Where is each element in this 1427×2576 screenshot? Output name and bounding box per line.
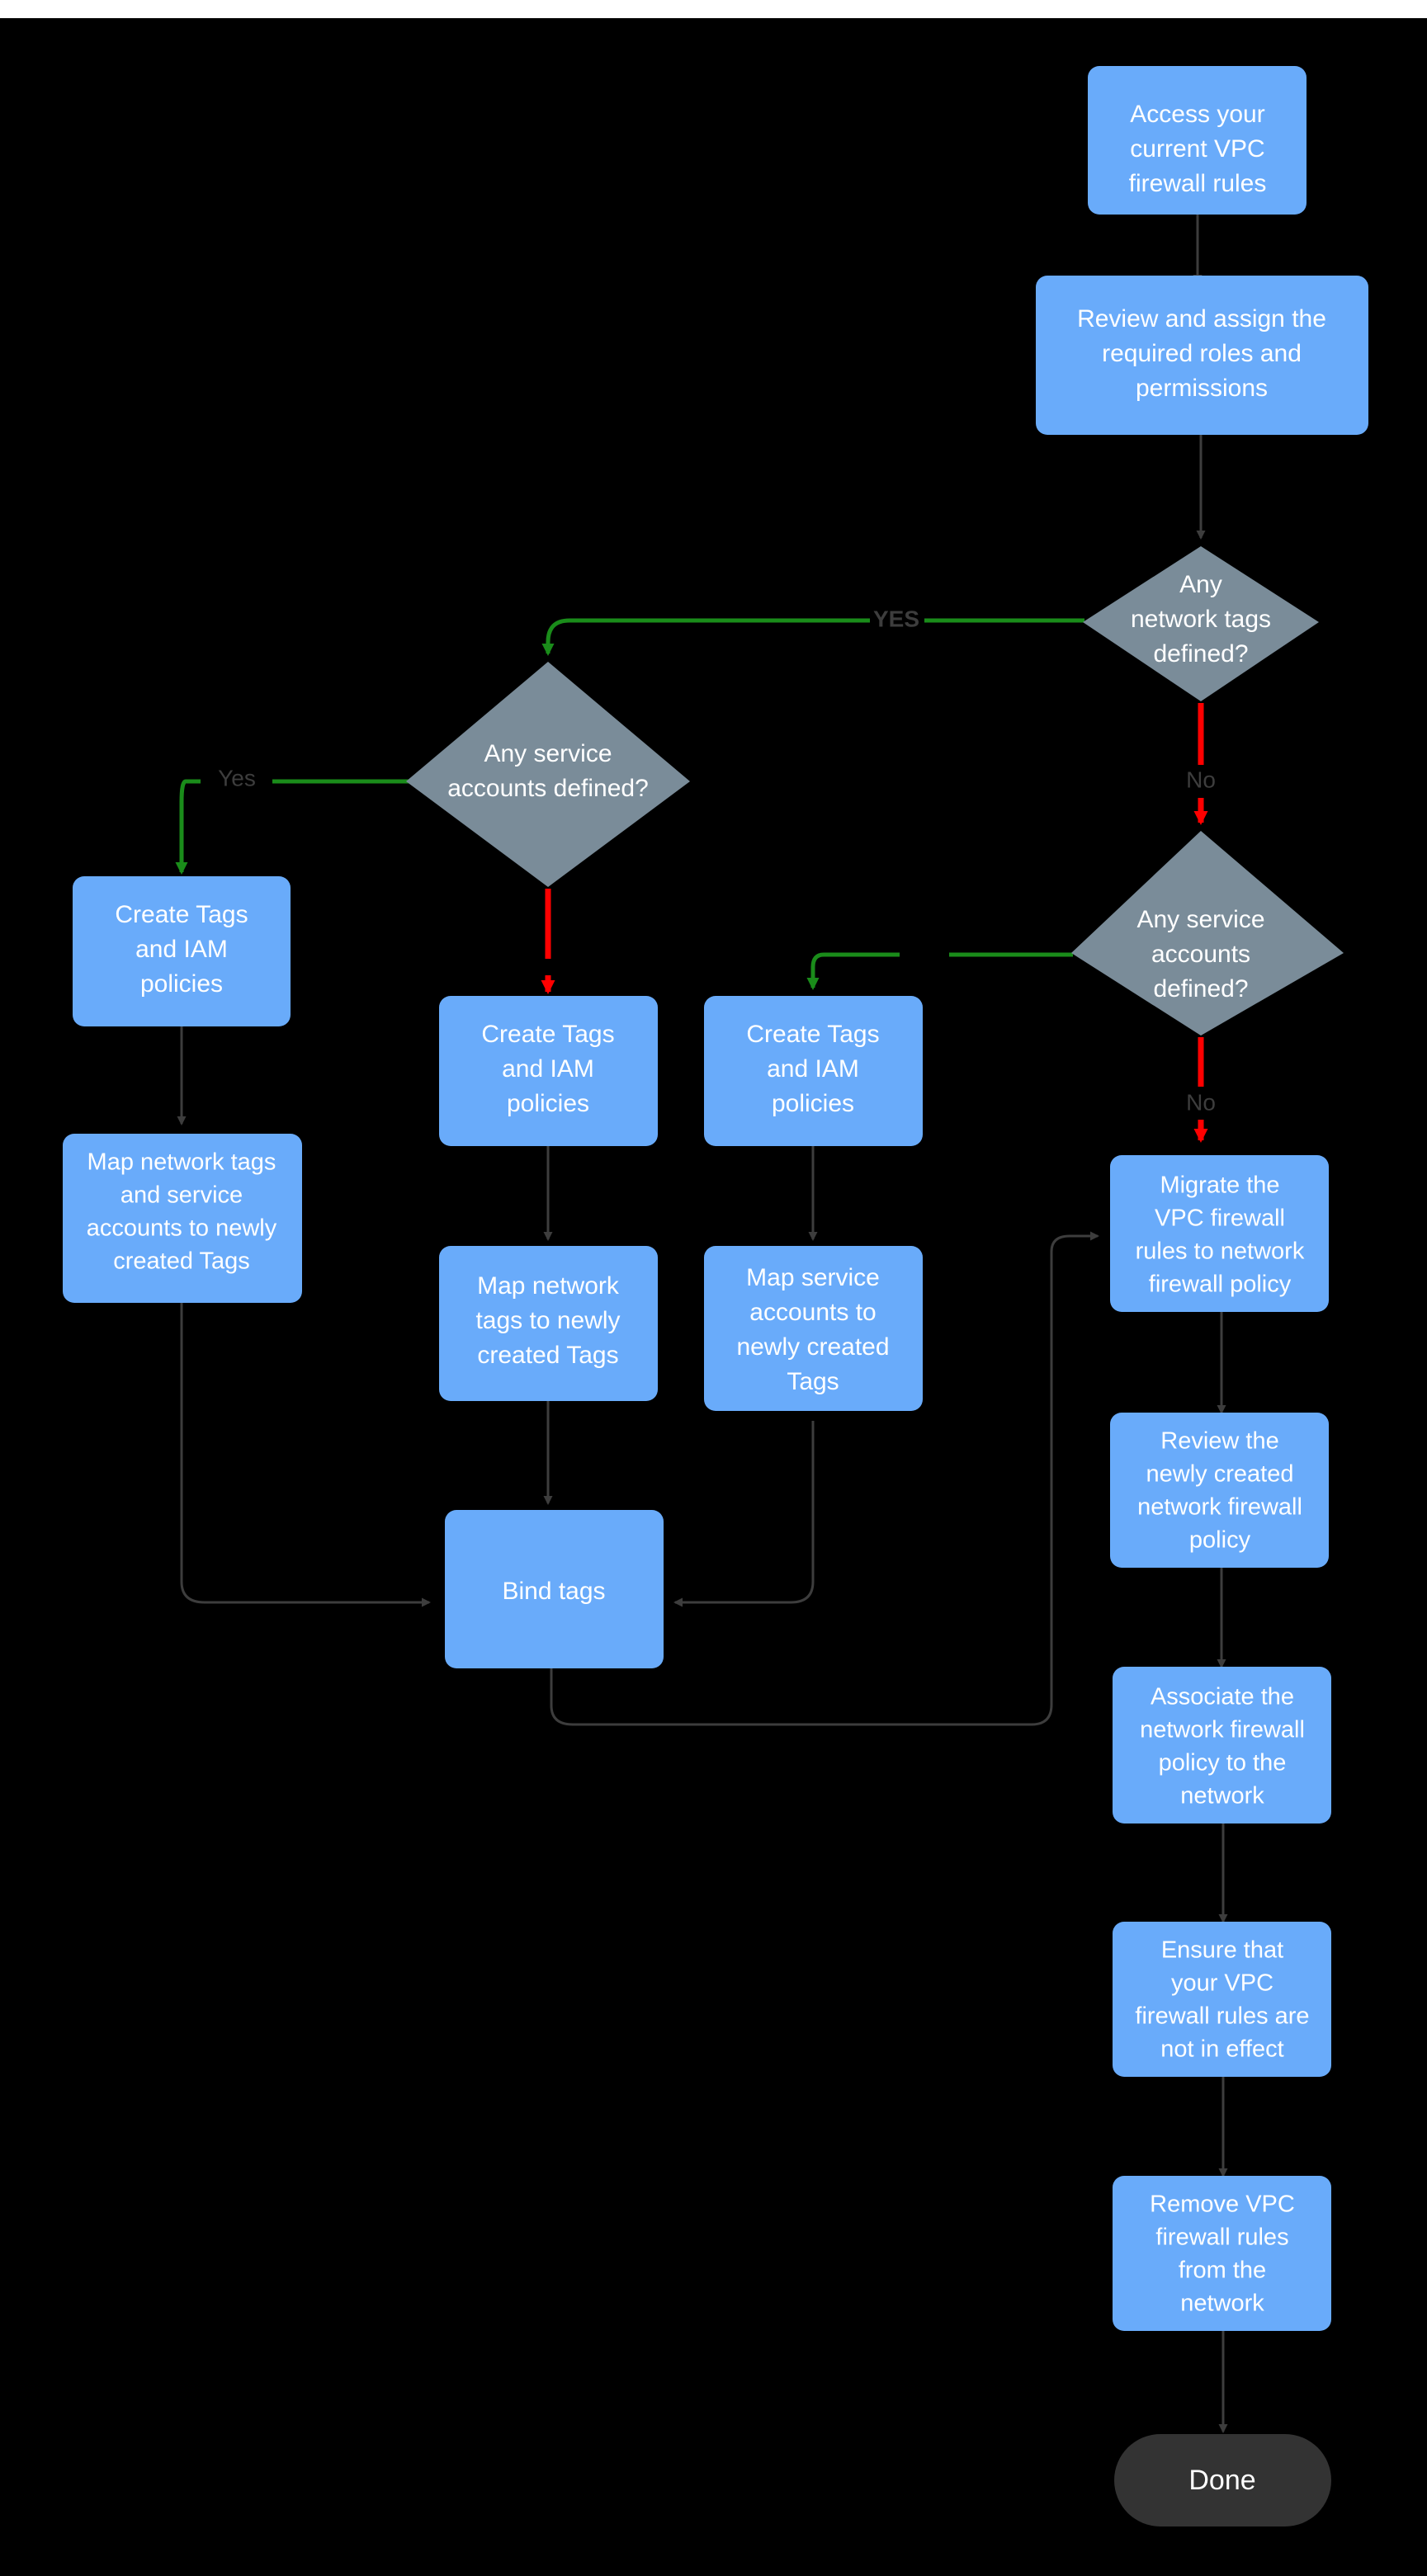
flowchart-svg: YES No Yes No Access your current VPC fi…	[63, 66, 1368, 2526]
node-migrate-rules[interactable]: Migrate the VPC firewall rules to networ…	[1110, 1155, 1329, 1312]
node-associate-policy-shape[interactable]	[1113, 1667, 1331, 1823]
node-bind-tags[interactable]: Bind tags	[445, 1510, 664, 1668]
node-associate-policy[interactable]: Associate the network firewall policy to…	[1113, 1667, 1331, 1823]
edges-layer	[180, 215, 1228, 2433]
node-migrate-rules-shape[interactable]	[1110, 1155, 1329, 1312]
edge-label-no-service-right: No	[1186, 1089, 1216, 1115]
node-create-tags-c[interactable]: Create Tags and IAM policies	[704, 996, 923, 1146]
node-access-rules[interactable]: Access your current VPC firewall rules	[1088, 66, 1307, 215]
edge-label-yes-left: Yes	[218, 765, 256, 790]
edge-service-left-yes	[182, 779, 413, 872]
node-q-service-left[interactable]: Any service accounts defined?	[406, 662, 690, 887]
nodes-layer: Access your current VPC firewall rules R…	[63, 66, 1368, 2526]
node-map-both-shape[interactable]	[63, 1134, 302, 1303]
node-done[interactable]: Done	[1114, 2434, 1331, 2526]
node-review-roles-shape[interactable]	[1036, 276, 1368, 435]
node-create-tags-a-shape[interactable]	[73, 876, 291, 1026]
node-q-network-tags[interactable]: Any network tags defined?	[1083, 546, 1319, 701]
edge-bind-to-migrate	[550, 1231, 1099, 1726]
node-q-network-tags-shape[interactable]	[1083, 546, 1319, 701]
node-map-network-shape[interactable]	[439, 1246, 658, 1401]
node-bind-tags-shape[interactable]	[445, 1510, 664, 1668]
node-q-service-right[interactable]: Any service accounts defined?	[1071, 831, 1344, 1036]
node-create-tags-c-shape[interactable]	[704, 996, 923, 1146]
node-map-both[interactable]: Map network tags and service accounts to…	[63, 1134, 302, 1303]
node-access-rules-shape[interactable]	[1088, 66, 1307, 215]
node-create-tags-b[interactable]: Create Tags and IAM policies	[439, 996, 658, 1146]
node-q-service-right-shape[interactable]	[1071, 831, 1344, 1036]
edge-map-both-to-bind	[180, 1303, 431, 1607]
node-remove-rules[interactable]: Remove VPC firewall rules from the netwo…	[1113, 2176, 1331, 2331]
edge-map-service-to-bind	[673, 1421, 815, 1607]
node-map-service[interactable]: Map service accounts to newly created Ta…	[704, 1246, 923, 1411]
node-map-service-shape[interactable]	[704, 1246, 923, 1411]
edge-labels-layer: YES No Yes No	[218, 606, 1216, 1115]
node-done-shape[interactable]	[1114, 2434, 1331, 2526]
edge-service-right-yes	[813, 952, 1073, 988]
edge-network-tags-yes	[548, 618, 1084, 653]
node-q-service-left-shape[interactable]	[406, 662, 690, 887]
node-create-tags-b-shape[interactable]	[439, 996, 658, 1146]
node-review-policy-shape[interactable]	[1110, 1413, 1329, 1568]
flowchart-stage: YES No Yes No Access your current VPC fi…	[0, 18, 1427, 2576]
node-review-policy[interactable]: Review the newly created network firewal…	[1110, 1413, 1329, 1568]
node-map-network[interactable]: Map network tags to newly created Tags	[439, 1246, 658, 1401]
node-ensure-not-effect-shape[interactable]	[1113, 1922, 1331, 2077]
node-review-roles[interactable]: Review and assign the required roles and…	[1036, 276, 1368, 435]
node-remove-rules-shape[interactable]	[1113, 2176, 1331, 2331]
edge-label-no-network-tags: No	[1186, 767, 1216, 792]
node-ensure-not-effect[interactable]: Ensure that your VPC firewall rules are …	[1113, 1922, 1331, 2077]
node-create-tags-a[interactable]: Create Tags and IAM policies	[73, 876, 291, 1026]
edge-label-yes-upper: YES	[873, 606, 919, 631]
